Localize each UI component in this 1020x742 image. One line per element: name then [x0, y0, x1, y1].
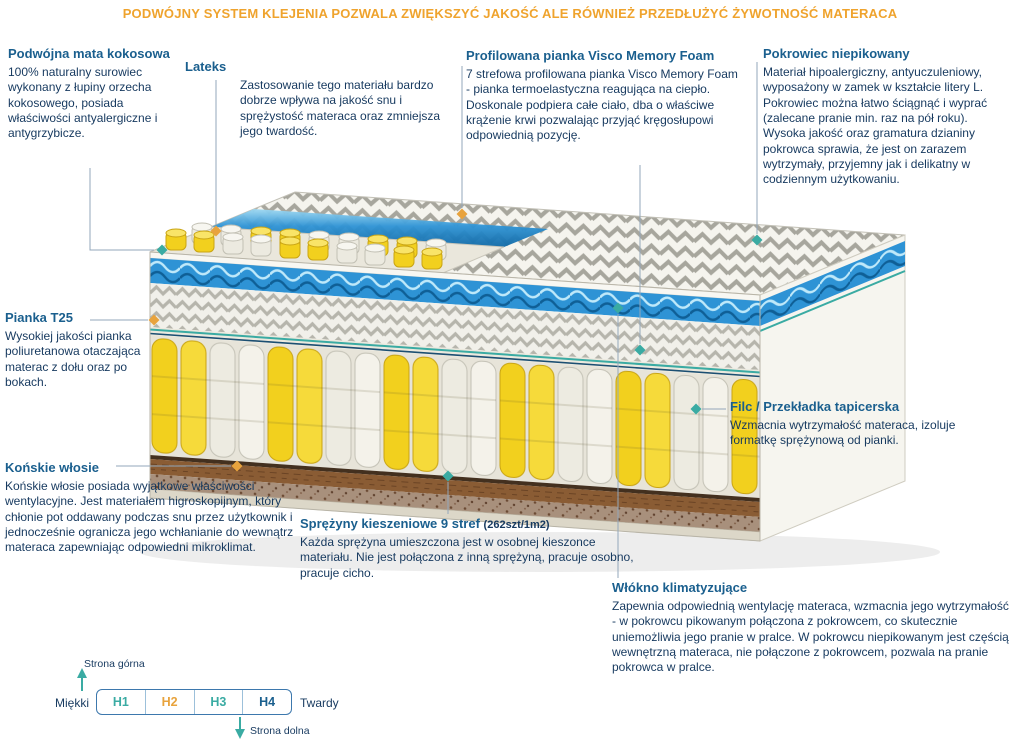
horsehair-body: Końskie włosie posiada wyjątkowe właściw…	[5, 478, 294, 555]
springs-title: Sprężyny kieszeniowe 9 stref (262szt/1m2…	[300, 516, 648, 532]
marker-latex-diamond-icon	[210, 225, 222, 237]
hardness-h4: H4	[242, 690, 291, 714]
side-arrows	[77, 668, 245, 739]
annotation-coconut-mat: Podwójna mata kokosowa 100% naturalny su…	[8, 46, 180, 142]
profiled-foam-front	[150, 283, 760, 370]
marker-coconut-diamond-icon	[156, 244, 168, 256]
springs-count: (262szt/1m2)	[483, 519, 550, 531]
annotation-latex: Lateks Zastosowanie tego materiału bardz…	[185, 59, 485, 139]
front-outline	[149, 251, 761, 542]
felt-title: Filc / Przekładka tapicerska	[730, 399, 900, 414]
coconut-title: Podwójna mata kokosowa	[8, 46, 170, 61]
bottom-side-label: Strona dolna	[250, 725, 310, 737]
coconut-texture-2	[149, 468, 761, 513]
coconut-mat-front	[150, 459, 760, 517]
latex-wave-side	[760, 241, 905, 326]
cover-body: Materiał hipoalergiczny, antyuczuleniowy…	[763, 64, 988, 187]
foam-body: Wysokiej jakości pianka poliuretanowa ot…	[5, 328, 141, 390]
latex-wave-top	[211, 209, 548, 247]
callout-coconut	[89, 168, 154, 251]
marker-cover-diamond-icon	[751, 234, 763, 246]
marker-foam-diamond-icon	[148, 314, 160, 326]
bottom-side-arrow-icon	[235, 729, 245, 739]
foam-title: Pianka T25	[5, 310, 73, 325]
annotation-visco-memory-foam: Profilowana pianka Visco Memory Foam 7 s…	[466, 48, 744, 144]
soft-label: Miękki	[55, 696, 90, 710]
side-felt-line	[759, 270, 906, 332]
divider-line-front	[150, 455, 760, 502]
springs-body: Każda sprężyna umieszczona jest w osobne…	[300, 534, 634, 580]
felt-line-teal	[149, 328, 761, 374]
hardness-h1: H1	[112, 695, 129, 709]
visco-title: Profilowana pianka Visco Memory Foam	[466, 48, 715, 63]
marker-felt-diamond-icon	[690, 403, 702, 415]
marker-springs-diamond-icon	[442, 470, 454, 482]
callout-markers	[148, 208, 763, 482]
felt-line-navy	[149, 332, 761, 378]
marker-fiber-diamond-icon	[612, 302, 624, 314]
latex-body: Zastosowanie tego materiału bardzo dobrz…	[240, 77, 441, 139]
banner-title: PODWÓJNY SYSTEM KLEJENIA POZWALA ZWIĘKSZ…	[122, 6, 898, 21]
springs-title-text: Sprężyny kieszeniowe 9 stref	[300, 516, 480, 531]
latex-title: Lateks	[185, 59, 227, 74]
marker-visco2-diamond-icon	[634, 344, 646, 356]
coconut-texture-1	[149, 463, 761, 508]
annotation-felt: Filc / Przekładka tapicerska Wzmacnia wy…	[730, 399, 990, 449]
hardness-scale: H1 H2 H3 H4	[96, 689, 292, 715]
horsehair-title: Końskie włosie	[5, 460, 99, 475]
annotation-foam-t25: Pianka T25 Wysokiej jakości pianka poliu…	[5, 310, 157, 390]
latex-wave-front	[150, 258, 760, 326]
annotation-horsehair: Końskie włosie Końskie włosie posiada wy…	[5, 460, 299, 556]
marker-visco-diamond-icon	[456, 208, 468, 220]
mattress-shadow	[140, 532, 940, 572]
hard-label: Twardy	[300, 696, 339, 710]
mattress-3d	[149, 191, 906, 542]
hardness-h2-selected: H2	[144, 690, 194, 714]
fiber-body: Zapewnia odpowiednią wentylację materaca…	[612, 598, 1009, 675]
speckle-dots	[150, 474, 760, 532]
annotation-pocket-springs: Sprężyny kieszeniowe 9 stref (262szt/1m2…	[300, 516, 648, 581]
visco-body: 7 strefowa profilowana pianka Visco Memo…	[466, 66, 738, 143]
marker-horsehair-diamond-icon	[231, 460, 243, 472]
hardness-h3: H3	[193, 690, 243, 714]
pocket-springs-front	[150, 335, 760, 498]
felt-body: Wzmacnia wytrzymałość materaca, izoluje …	[730, 417, 956, 448]
callout-lines	[89, 62, 758, 578]
coconut-body: 100% naturalny surowiec wykonany z łupin…	[8, 64, 158, 141]
fiber-title: Włókno klimatyzujące	[612, 580, 748, 595]
annotation-cover: Pokrowiec niepikowany Materiał hipoalerg…	[763, 46, 1013, 188]
top-side-label: Strona górna	[84, 658, 145, 670]
top-side-arrow-icon	[77, 668, 87, 678]
annotation-climate-fiber: Włókno klimatyzujące Zapewnia odpowiedni…	[612, 580, 1016, 676]
cover-title: Pokrowiec niepikowany	[763, 46, 910, 61]
